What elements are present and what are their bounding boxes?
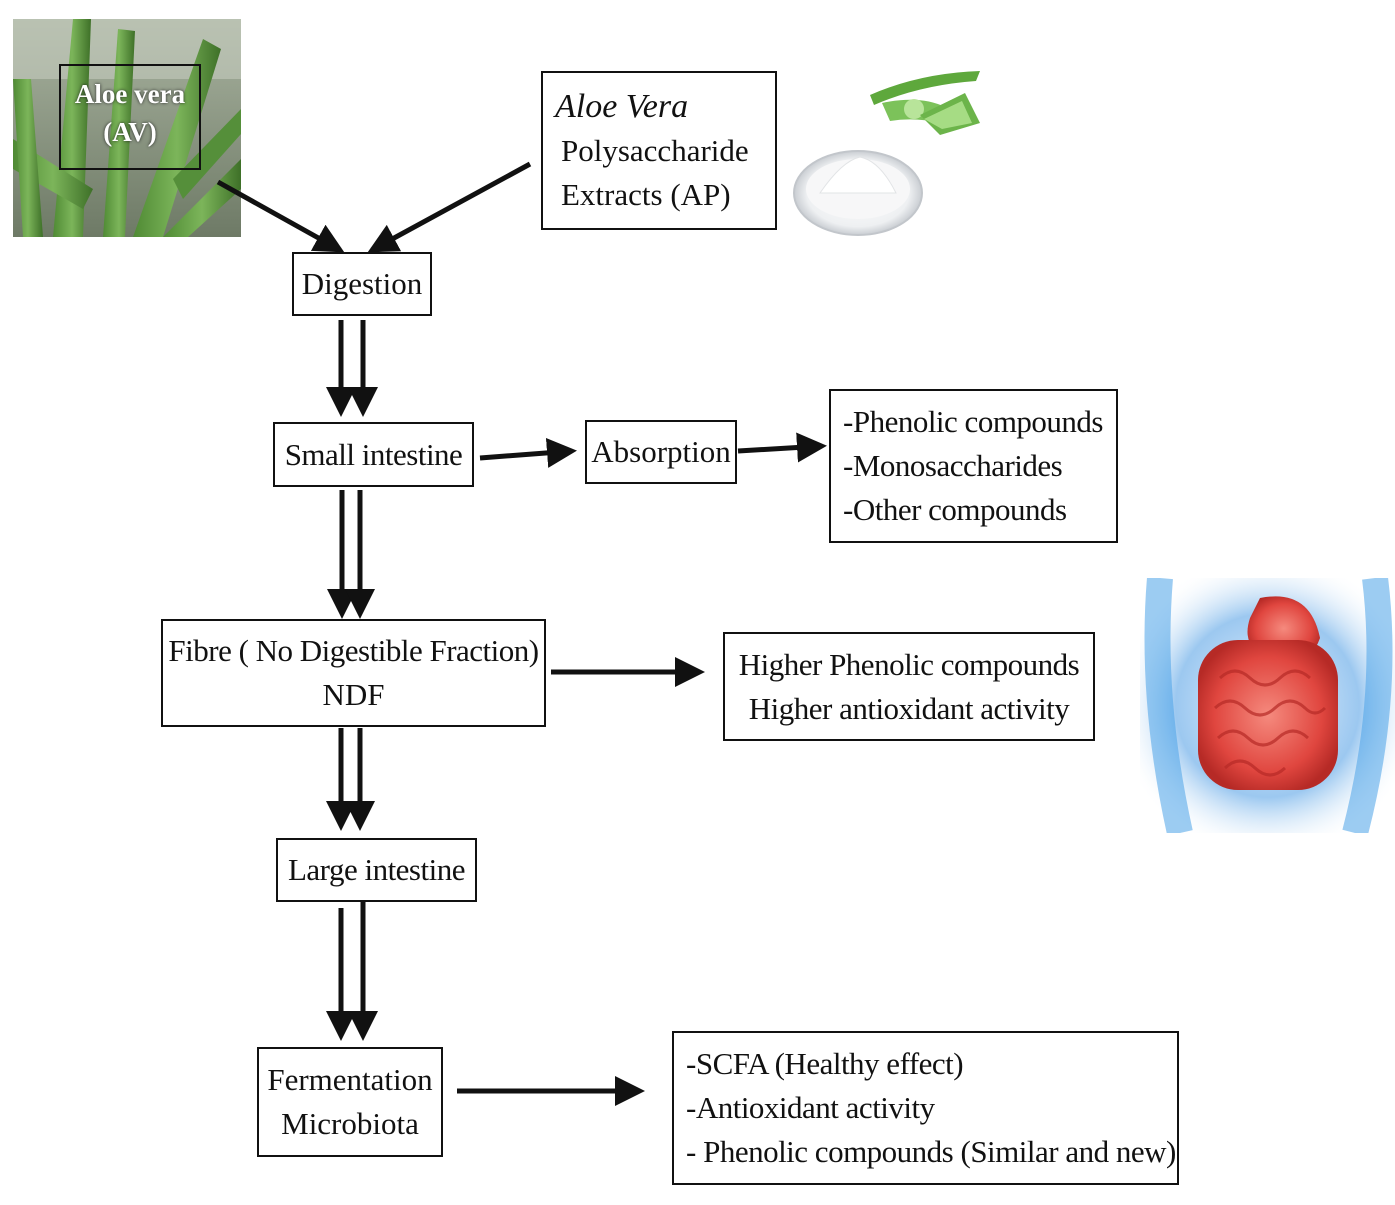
fibre-line2: NDF xyxy=(322,677,385,712)
digestion-box: Digestion xyxy=(292,252,432,316)
absorbed-compound-item: -Phenolic compounds xyxy=(843,404,1104,439)
aloe-powder-image xyxy=(790,65,990,240)
fermentation-line2: Microbiota xyxy=(281,1106,419,1141)
extract-line-polysaccharide: Polysaccharide xyxy=(561,132,749,168)
absorption-box: Absorption xyxy=(585,420,737,484)
fermentation-line1: Fermentation xyxy=(267,1062,433,1097)
aloe-caption-line1: Aloe vera xyxy=(74,79,186,109)
large-intestine-box: Large intestine xyxy=(276,838,477,902)
fibre-line1: Fibre ( No Digestible Fraction) xyxy=(168,633,539,668)
absorbed-compound-item: -Monosaccharides xyxy=(843,448,1063,483)
aloe-vera-photo: Aloe vera (AV) xyxy=(13,19,241,237)
arrow-extract-to-digestion xyxy=(367,161,532,253)
fermentation-outcome-item: - Phenolic compounds (Similar and new) xyxy=(686,1134,1176,1169)
digestion-label: Digestion xyxy=(301,266,423,301)
aloe-caption-line2: (AV) xyxy=(103,117,157,147)
extract-line-extracts: Extracts (AP) xyxy=(561,176,731,212)
large-intestine-label: Large intestine xyxy=(287,852,466,887)
aloe-photo-caption: Aloe vera (AV) xyxy=(60,75,200,151)
powder-dish-illustration xyxy=(793,71,980,236)
arrow-absorption-to-compounds xyxy=(737,432,827,463)
absorbed-compound-item: -Other compounds xyxy=(843,492,1067,527)
fermentation-outcome-box: -SCFA (Healthy effect) -Antioxidant acti… xyxy=(672,1031,1179,1185)
arrow-aloe-to-digestion xyxy=(216,179,345,253)
extract-title: Aloe Vera xyxy=(555,87,689,125)
fibre-box: Fibre ( No Digestible Fraction) NDF xyxy=(161,619,546,727)
intestine-image xyxy=(1140,578,1395,833)
aloe-plant-illustration xyxy=(13,19,241,237)
fermentation-outcome-item: -SCFA (Healthy effect) xyxy=(686,1046,964,1081)
small-intestine-box: Small intestine xyxy=(273,422,474,487)
arrow-small-intestine-to-absorption xyxy=(479,437,577,468)
absorption-label: Absorption xyxy=(591,434,731,469)
fibre-outcome-box: Higher Phenolic compounds Higher antioxi… xyxy=(723,632,1095,741)
small-intestine-label: Small intestine xyxy=(284,436,463,472)
fibre-outcome-line1: Higher Phenolic compounds xyxy=(738,646,1080,682)
absorbed-compounds-box: -Phenolic compounds -Monosaccharides -Ot… xyxy=(829,389,1118,543)
fibre-outcome-line2: Higher antioxidant activity xyxy=(748,690,1070,726)
intestine-illustration xyxy=(1140,578,1395,833)
extract-box: Aloe Vera Polysaccharide Extracts (AP) xyxy=(541,71,777,230)
fermentation-box: Fermentation Microbiota xyxy=(257,1047,443,1157)
fermentation-outcome-item: -Antioxidant activity xyxy=(686,1090,935,1125)
